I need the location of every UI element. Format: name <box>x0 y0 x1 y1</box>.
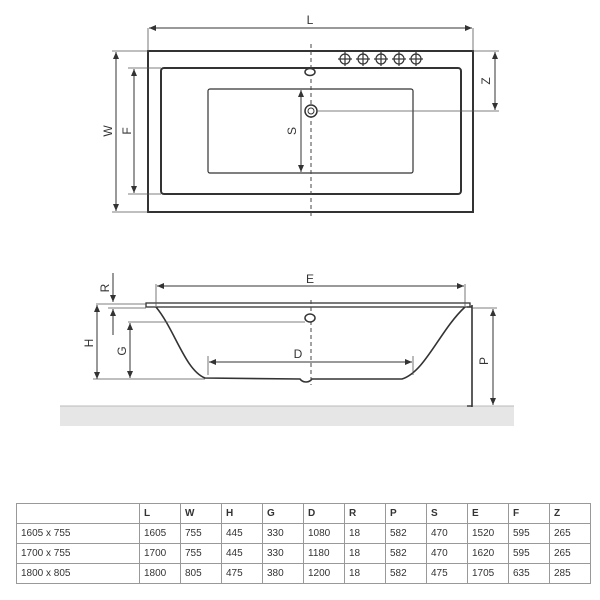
value-cell: 1705 <box>467 563 509 584</box>
label-H: H <box>82 339 96 348</box>
label-W: W <box>101 125 115 137</box>
value-cell: 582 <box>385 543 427 564</box>
value-cell: 265 <box>549 543 591 564</box>
value-cell: 755 <box>180 523 222 544</box>
value-cell: 582 <box>385 523 427 544</box>
value-cell: 475 <box>221 563 263 584</box>
header-cell: F <box>508 503 550 524</box>
value-cell: 1520 <box>467 523 509 544</box>
value-cell: 18 <box>344 563 386 584</box>
value-cell: 1605 <box>139 523 181 544</box>
value-cell: 1080 <box>303 523 345 544</box>
value-cell: 475 <box>426 563 468 584</box>
label-F: F <box>120 127 134 134</box>
value-cell: 380 <box>262 563 304 584</box>
table-header-row: L W H G D R P S E F Z <box>16 503 591 524</box>
value-cell: 285 <box>549 563 591 584</box>
label-Z: Z <box>479 77 493 84</box>
value-cell: 1180 <box>303 543 345 564</box>
value-cell: 445 <box>221 523 263 544</box>
value-cell: 470 <box>426 523 468 544</box>
value-cell: 635 <box>508 563 550 584</box>
header-cell: G <box>262 503 304 524</box>
value-cell: 1800 <box>139 563 181 584</box>
label-S: S <box>285 127 299 135</box>
table-row: 1700 x 755 1700 755 445 330 1180 18 582 … <box>16 543 591 564</box>
value-cell: 330 <box>262 523 304 544</box>
header-cell: W <box>180 503 222 524</box>
value-cell: 595 <box>508 523 550 544</box>
value-cell: 18 <box>344 543 386 564</box>
label-D: D <box>294 347 303 361</box>
value-cell: 265 <box>549 523 591 544</box>
value-cell: 595 <box>508 543 550 564</box>
label-G: G <box>115 346 129 355</box>
value-cell: 755 <box>180 543 222 564</box>
table-row: 1800 x 805 1800 805 475 380 1200 18 582 … <box>16 563 591 584</box>
dimensions-table: L W H G D R P S E F Z 1605 x 755 1605 75… <box>16 503 591 584</box>
label-P: P <box>477 357 491 365</box>
header-cell: D <box>303 503 345 524</box>
value-cell: 445 <box>221 543 263 564</box>
header-cell: P <box>385 503 427 524</box>
header-cell: E <box>467 503 509 524</box>
value-cell: 18 <box>344 523 386 544</box>
bathtub-technical-drawing: L W F Z S <box>60 13 514 426</box>
value-cell: 1620 <box>467 543 509 564</box>
header-cell: H <box>221 503 263 524</box>
size-cell: 1605 x 755 <box>16 523 140 544</box>
label-E: E <box>306 272 314 286</box>
label-L: L <box>307 13 314 27</box>
size-cell: 1800 x 805 <box>16 563 140 584</box>
side-view: E R H G D P <box>60 272 514 426</box>
value-cell: 1200 <box>303 563 345 584</box>
size-cell: 1700 x 755 <box>16 543 140 564</box>
table-row: 1605 x 755 1605 755 445 330 1080 18 582 … <box>16 523 591 544</box>
header-cell <box>16 503 140 524</box>
header-cell: Z <box>549 503 591 524</box>
header-cell: L <box>139 503 181 524</box>
value-cell: 330 <box>262 543 304 564</box>
top-view: L W F Z S <box>101 13 499 217</box>
tap-holes <box>338 52 423 66</box>
value-cell: 582 <box>385 563 427 584</box>
value-cell: 470 <box>426 543 468 564</box>
label-R: R <box>98 283 112 292</box>
header-cell: R <box>344 503 386 524</box>
value-cell: 805 <box>180 563 222 584</box>
header-cell: S <box>426 503 468 524</box>
value-cell: 1700 <box>139 543 181 564</box>
